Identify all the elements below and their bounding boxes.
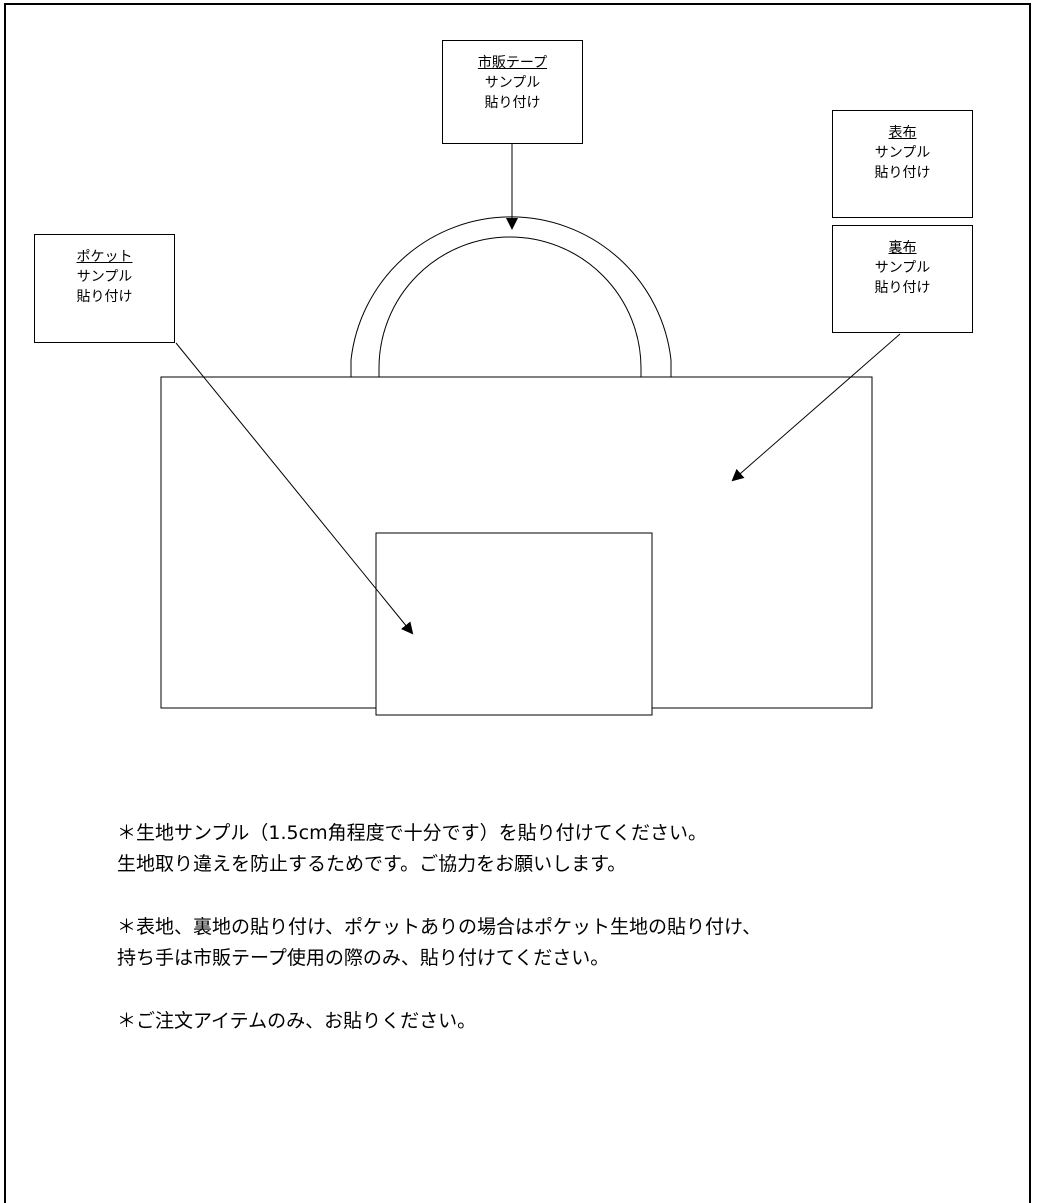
pocket-sample-line2: 貼り付け (76, 289, 133, 305)
note-1-line1: ＊生地サンプル（1.5cm角程度で十分です）を貼り付けてください。 (117, 822, 708, 844)
note-1-line2: 生地取り違えを防止するためです。ご協力をお願いします。 (117, 853, 627, 875)
tape-sample-line2: 貼り付け (484, 95, 541, 111)
tape-sample-line1: サンプル (484, 75, 541, 91)
tape-sample-title: 市販テープ (477, 55, 548, 71)
lining-fabric-sample-title: 裏布 (888, 240, 917, 256)
note-2-line1: ＊表地、裏地の貼り付け、ポケットありの場合はポケット生地の貼り付け、 (117, 916, 762, 938)
bag-pocket (375, 532, 653, 716)
pocket-sample-title: ポケット (76, 249, 133, 265)
lining-fabric-sample-box: 裏布 サンプル 貼り付け (832, 225, 973, 333)
outer-fabric-sample-line1: サンプル (874, 145, 931, 161)
bag-handle-outer (350, 216, 672, 378)
bag-handle-inner (378, 236, 642, 378)
instruction-notes: ＊生地サンプル（1.5cm角程度で十分です）を貼り付けてください。 生地取り違え… (117, 818, 997, 1069)
outer-fabric-sample-title: 表布 (888, 125, 917, 141)
note-1: ＊生地サンプル（1.5cm角程度で十分です）を貼り付けてください。 生地取り違え… (117, 818, 997, 880)
lining-fabric-sample-line1: サンプル (874, 260, 931, 276)
pocket-sample-box: ポケット サンプル 貼り付け (34, 234, 175, 343)
lining-arrow (731, 333, 901, 482)
tape-sample-box: 市販テープ サンプル 貼り付け (442, 40, 583, 144)
note-2-line2: 持ち手は市販テープ使用の際のみ、貼り付けてください。 (117, 947, 610, 969)
pocket-arrow (175, 342, 414, 635)
note-2: ＊表地、裏地の貼り付け、ポケットありの場合はポケット生地の貼り付け、 持ち手は市… (117, 912, 997, 974)
pocket-sample-line1: サンプル (76, 269, 133, 285)
note-3-line1: ＊ご注文アイテムのみ、お貼りください。 (117, 1010, 477, 1032)
lining-fabric-sample-line2: 貼り付け (874, 280, 931, 296)
note-3: ＊ご注文アイテムのみ、お貼りください。 (117, 1006, 997, 1037)
outer-fabric-sample-line2: 貼り付け (874, 165, 931, 181)
outer-fabric-sample-box: 表布 サンプル 貼り付け (832, 110, 973, 218)
page-frame (4, 3, 1031, 1203)
